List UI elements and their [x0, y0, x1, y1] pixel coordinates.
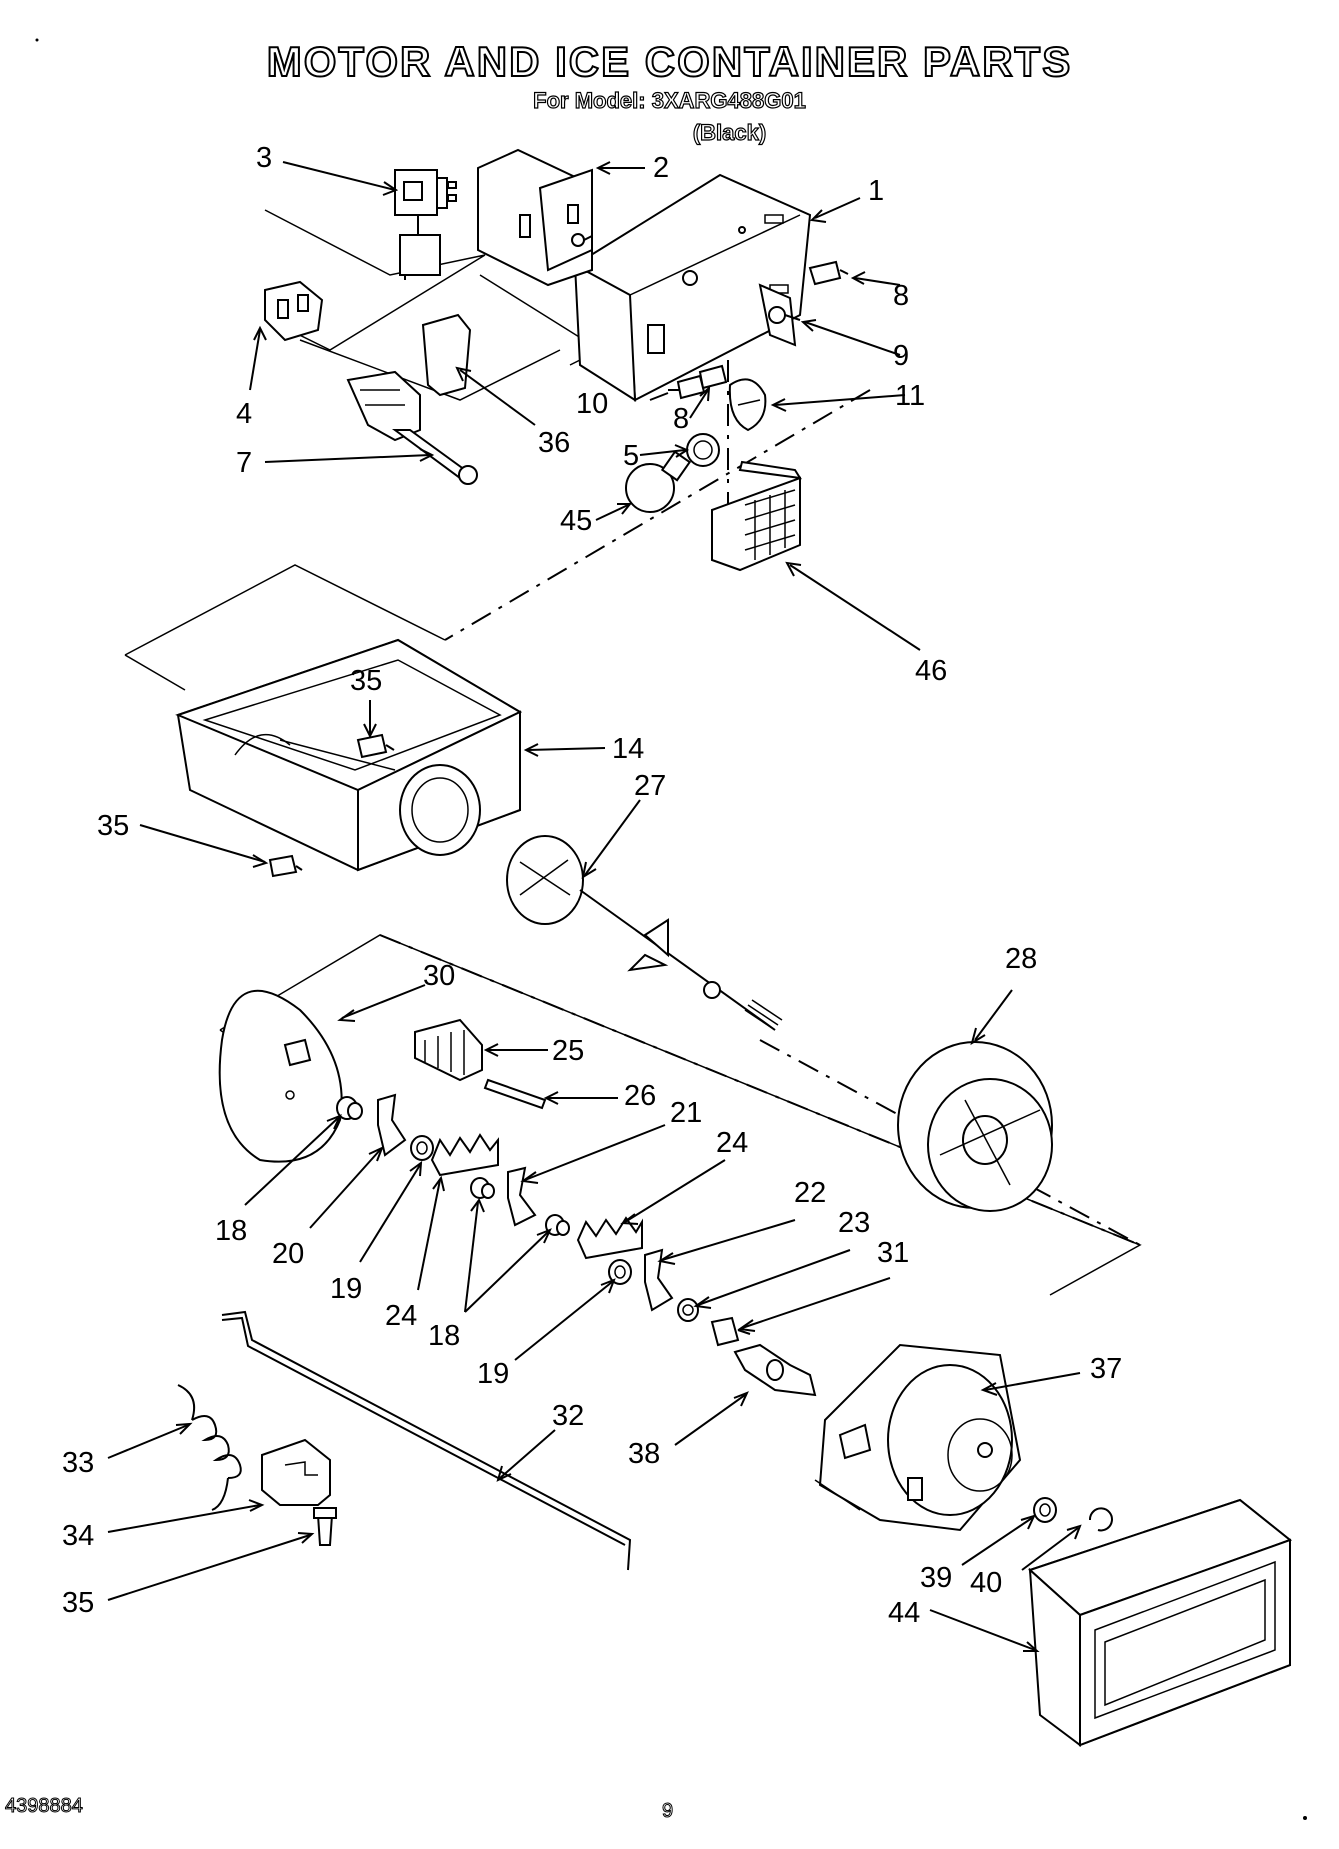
callout-37: 37	[1090, 1353, 1122, 1385]
callout-19-a: 19	[330, 1273, 362, 1305]
part-23-washer	[677, 1298, 699, 1322]
callout-45: 45	[560, 505, 592, 537]
part-37-auger-motor	[814, 1343, 1022, 1532]
document-number: 4398884	[5, 1795, 84, 1818]
callout-26: 26	[624, 1080, 656, 1112]
callout-22: 22	[794, 1177, 826, 1209]
part-9-clip	[758, 283, 801, 347]
part-31-nut	[710, 1316, 751, 1347]
callout-1: 1	[868, 175, 884, 207]
part-8-screw-upper	[808, 260, 849, 286]
part-11-lamp-socket	[728, 378, 767, 432]
part-44-cover	[1028, 1498, 1293, 1747]
callout-31: 31	[877, 1237, 909, 1269]
part-38-lever	[733, 1343, 817, 1397]
callout-18-b: 18	[428, 1320, 460, 1352]
part-45-bulb	[625, 450, 692, 513]
callout-2: 2	[653, 152, 669, 184]
part-27-auger	[506, 835, 783, 1031]
part-46-lamp-cover	[711, 460, 802, 572]
assembly-outline-lines	[124, 209, 1142, 1296]
color-line: (Black)	[692, 119, 767, 145]
callout-44: 44	[888, 1597, 920, 1629]
part-24-blade-b	[576, 1216, 643, 1260]
callout-10: 10	[576, 388, 608, 420]
part-21-blade	[507, 1166, 537, 1227]
callout-30: 30	[423, 960, 455, 992]
part-18-spacer-a	[336, 1096, 363, 1120]
callout-24-a: 24	[385, 1300, 417, 1332]
part-24-blade-a	[430, 1133, 499, 1177]
part-1-bracket	[573, 173, 812, 402]
leader-arrows	[107, 161, 1082, 1652]
callout-36: 36	[538, 427, 570, 459]
part-26-pin	[483, 1078, 547, 1110]
part-3-solenoid	[394, 169, 457, 280]
callout-11: 11	[895, 380, 925, 412]
part-34-bracket	[261, 1438, 331, 1506]
page-title: MOTOR AND ICE CONTAINER PARTS	[266, 37, 1073, 86]
callout-34: 34	[62, 1520, 94, 1552]
page-number: 9	[661, 1800, 674, 1823]
part-30-housing-plate	[218, 989, 343, 1163]
callout-32: 32	[552, 1400, 584, 1432]
callout-38: 38	[628, 1438, 660, 1470]
callout-35-container: 35	[350, 665, 382, 697]
part-20-blade	[377, 1093, 407, 1157]
part-28-drum	[897, 1041, 1053, 1212]
callout-35-bottom: 35	[62, 1587, 94, 1619]
callout-25: 25	[552, 1035, 584, 1067]
callout-9: 9	[893, 340, 909, 372]
part-18-spacer-b	[470, 1177, 495, 1199]
part-40-clip	[1088, 1507, 1113, 1532]
callout-18-a: 18	[215, 1215, 247, 1247]
part-39-washer	[1033, 1497, 1057, 1523]
part-2-drive-motor	[477, 148, 593, 287]
callout-4: 4	[236, 398, 252, 430]
part-35-screw-side	[268, 854, 303, 878]
callout-19-b: 19	[477, 1358, 509, 1390]
scan-speck	[1303, 1816, 1307, 1820]
part-35-screw-bottom	[313, 1507, 337, 1546]
part-35-screw-container	[356, 733, 395, 759]
part-36-insulator	[421, 313, 472, 397]
part-25-comb	[414, 1018, 483, 1082]
scan-speck	[35, 38, 39, 42]
callout-14: 14	[612, 733, 644, 765]
callout-5: 5	[623, 440, 639, 472]
callout-28: 28	[1005, 943, 1037, 975]
callout-24-b: 24	[716, 1127, 748, 1159]
part-19-washer-a	[410, 1135, 434, 1161]
part-5-socket-ring	[686, 433, 720, 467]
callout-27: 27	[634, 770, 666, 802]
callout-3: 3	[256, 142, 272, 174]
callout-21: 21	[670, 1097, 702, 1129]
callout-7: 7	[236, 447, 252, 479]
callout-39: 39	[920, 1562, 952, 1594]
part-32-rod	[221, 1310, 632, 1571]
callout-20: 20	[272, 1238, 304, 1270]
callout-23: 23	[838, 1207, 870, 1239]
callout-8-upper: 8	[893, 280, 909, 312]
callout-labels: 1 2 3 4 5 7 8 8 9 10 11 14 18 18 19 19 2…	[62, 142, 1122, 1629]
callout-40: 40	[970, 1567, 1002, 1599]
callout-8-lower: 8	[673, 403, 689, 435]
part-4-switch-bracket	[264, 280, 324, 342]
callout-35-side: 35	[97, 810, 129, 842]
part-22-blade	[644, 1248, 674, 1312]
part-19-washer-b	[608, 1259, 632, 1285]
part-14-ice-container	[175, 638, 523, 872]
callout-46: 46	[915, 655, 947, 687]
part-8-screw-lower	[698, 364, 728, 390]
part-33-spring	[177, 1384, 242, 1511]
callout-33: 33	[62, 1447, 94, 1479]
model-line: For Model: 3XARG488G01	[533, 87, 807, 113]
